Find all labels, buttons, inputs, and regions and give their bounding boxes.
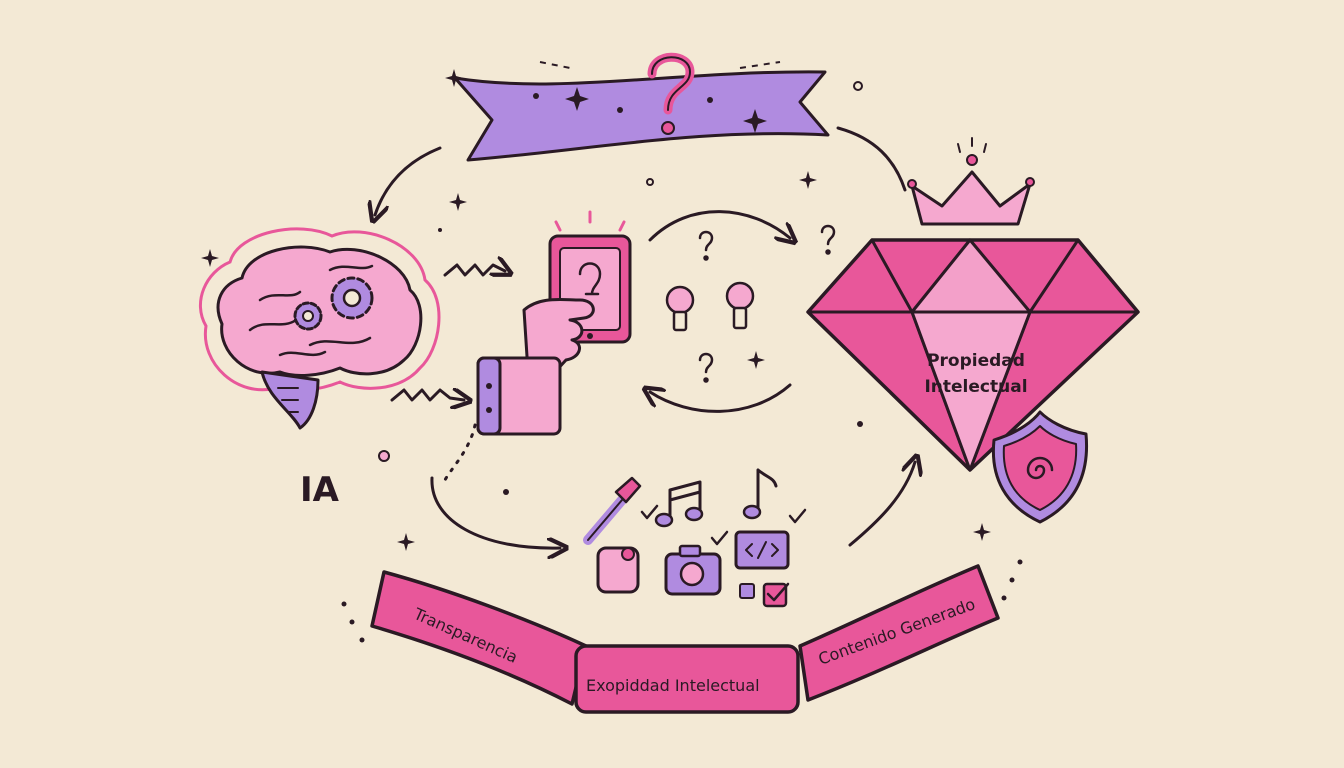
- diamond-label-line-1: Propiedad: [927, 351, 1025, 371]
- ai-label: IA: [300, 470, 339, 510]
- banner-contenido: [798, 564, 1000, 702]
- camera-icon: [664, 530, 729, 596]
- hand-icon: [476, 297, 595, 436]
- question-icon: [647, 52, 695, 135]
- paintbrush-icon: [583, 476, 659, 545]
- ribbon-banner: [453, 52, 830, 162]
- diamond-icon: [806, 238, 1140, 472]
- lightbulb-icon: [665, 281, 755, 332]
- question-icon: [698, 224, 836, 383]
- brain-icon: [198, 227, 441, 430]
- diamond-label: Propiedad Intelectual: [906, 348, 1046, 400]
- checkbox-icon: [739, 582, 790, 608]
- crown-icon: [907, 137, 1035, 226]
- shield-icon: [991, 410, 1089, 524]
- music-note-icon: [654, 468, 807, 528]
- code-icon: [734, 530, 790, 570]
- gears-icon: [293, 276, 374, 331]
- image-icon: [596, 546, 640, 594]
- banner-transparencia: [370, 570, 588, 706]
- arrow-icon: [375, 126, 915, 548]
- sparkle-icon: [533, 87, 767, 133]
- diamond-label-line-2: Intelectual: [924, 377, 1028, 397]
- banner-exopiddad: [574, 644, 800, 714]
- banner-label-exopiddad: Exopiddad Intelectual: [586, 676, 760, 695]
- sparkle-icon: [201, 61, 1023, 643]
